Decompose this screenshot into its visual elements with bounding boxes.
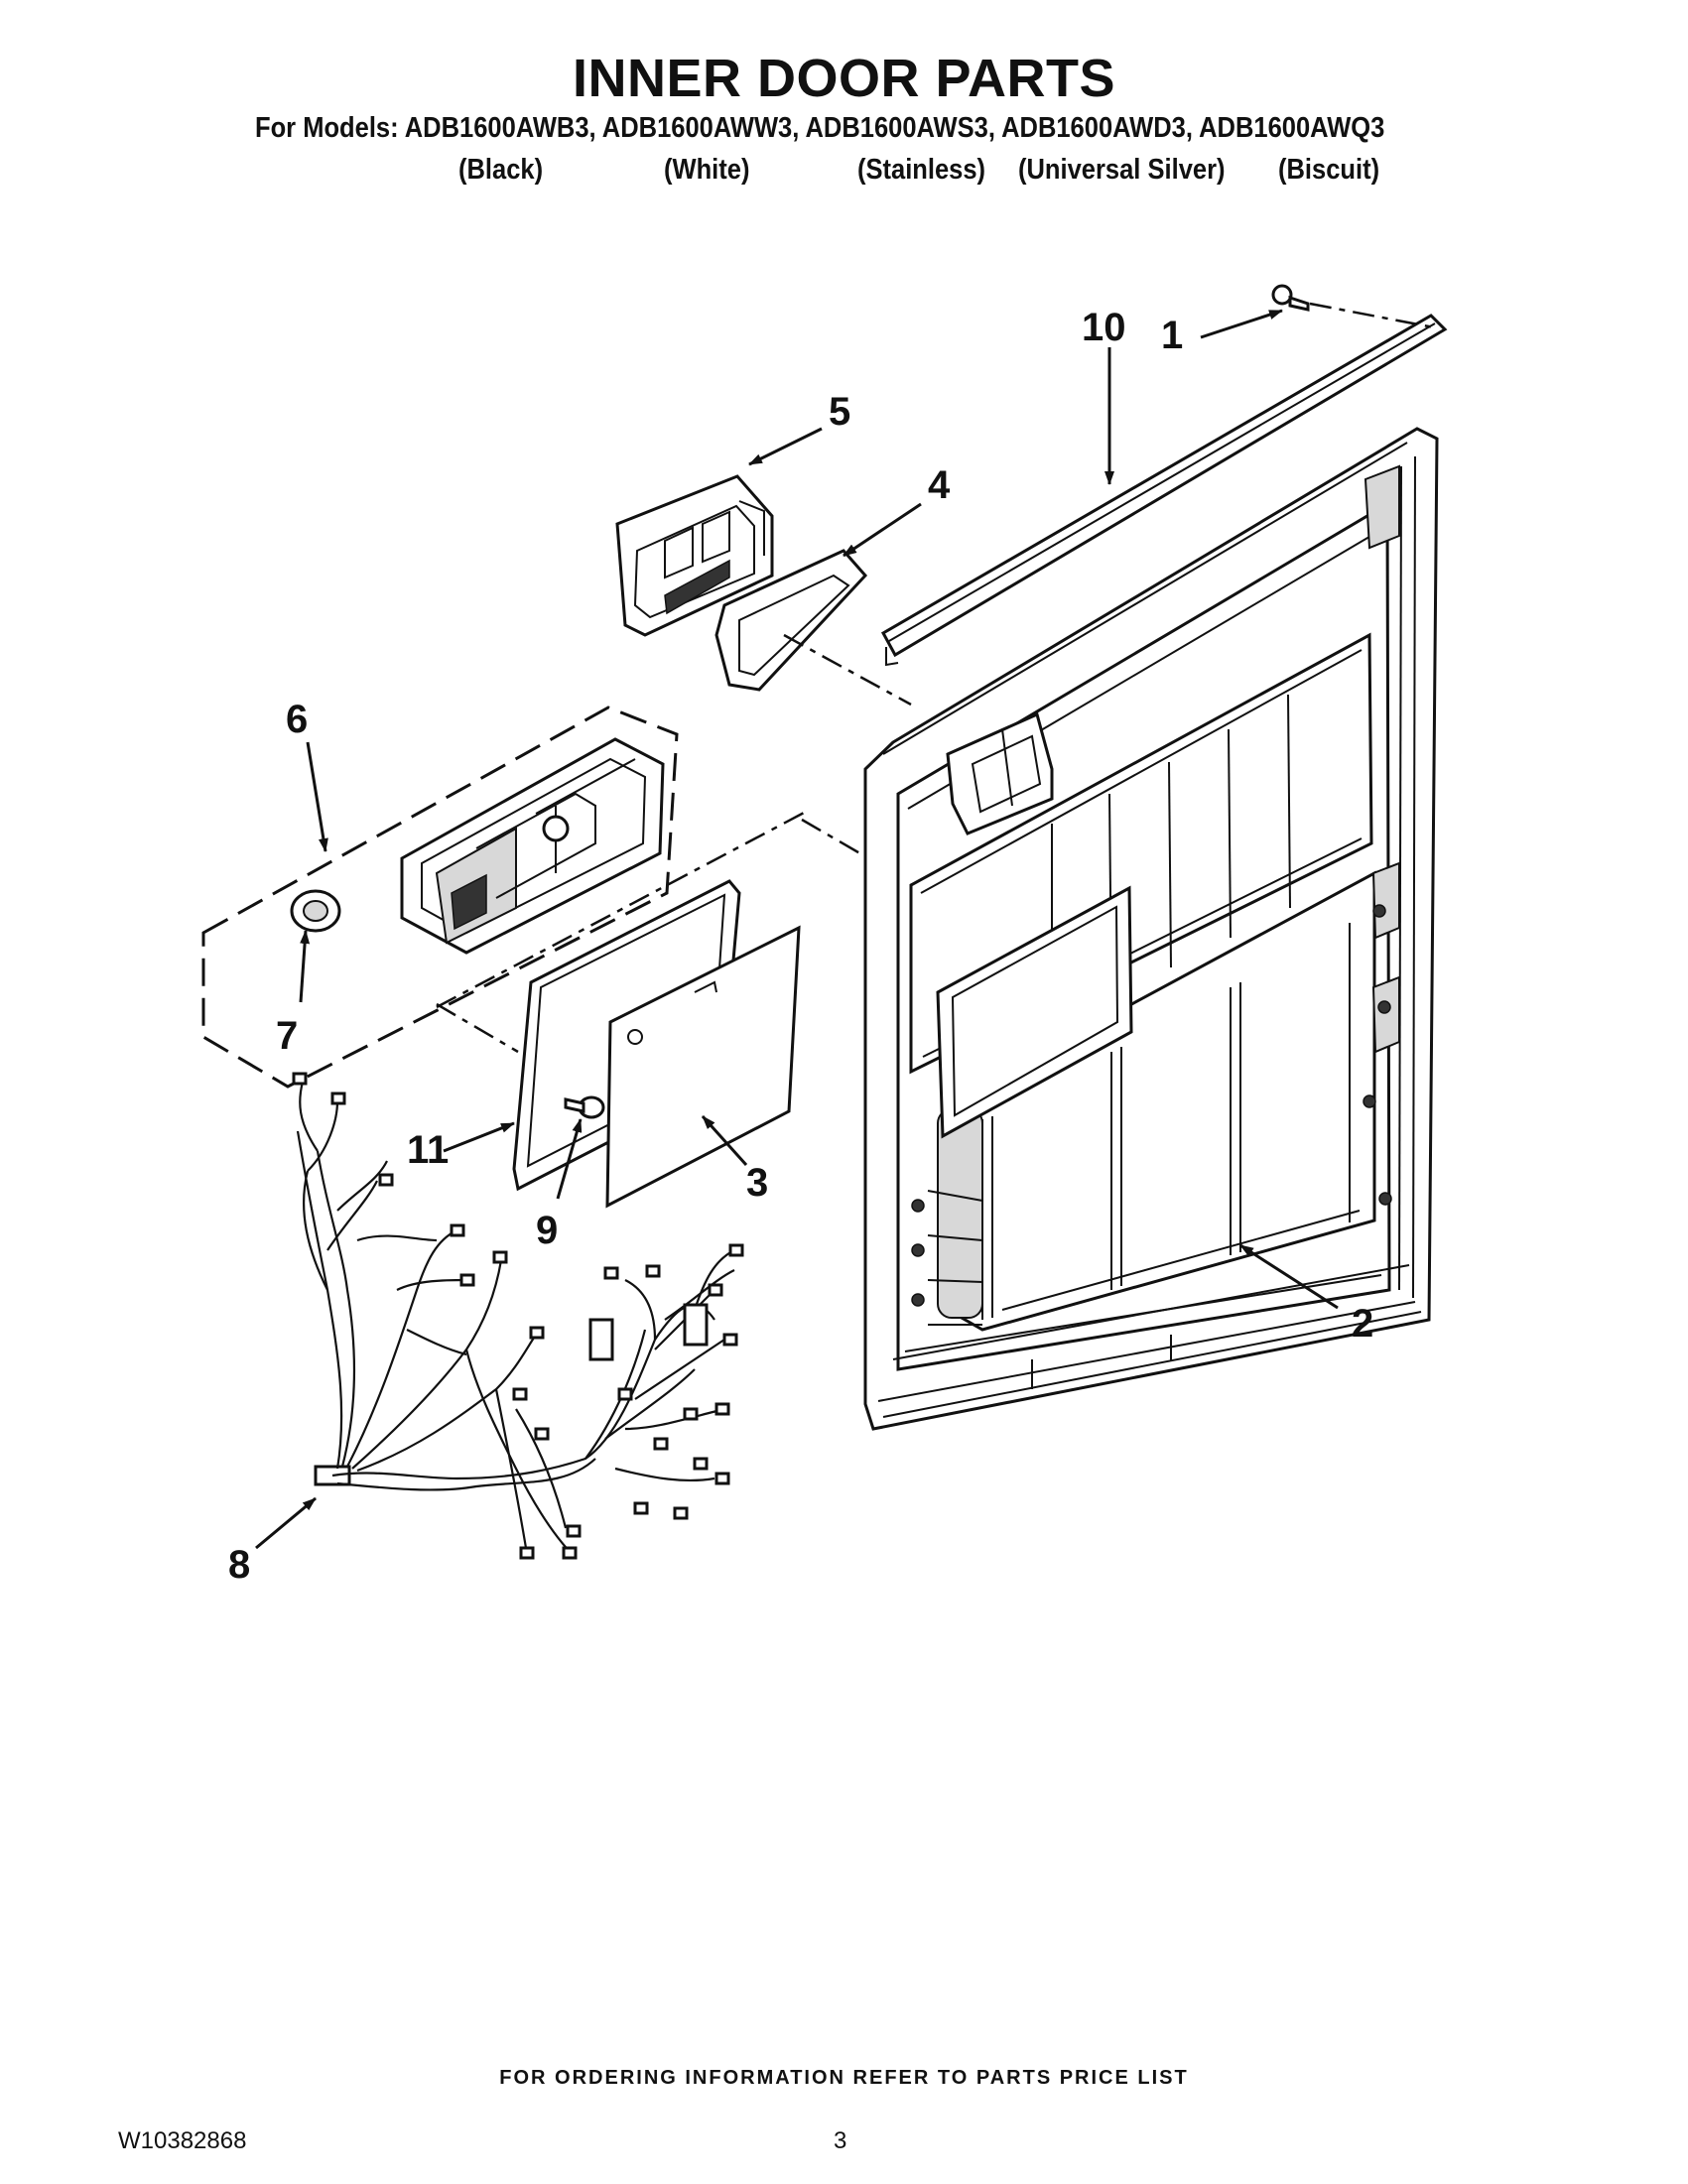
leader-5 [748, 427, 823, 466]
screw-9 [564, 1095, 605, 1119]
document-number: W10382868 [118, 2127, 247, 2154]
callout-5: 5 [829, 390, 850, 434]
callout-10: 10 [1082, 306, 1126, 349]
callout-8: 8 [228, 1543, 250, 1587]
parts-6-7-group-outline [201, 706, 679, 1089]
callout-9: 9 [536, 1209, 558, 1252]
variant-black: (Black) [458, 154, 544, 186]
callout-6: 6 [286, 698, 308, 741]
control-board [605, 925, 801, 1209]
callout-3: 3 [746, 1161, 768, 1205]
page-number: 3 [834, 2127, 847, 2154]
callout-7: 7 [276, 1014, 298, 1058]
leader-4 [843, 502, 922, 558]
callout-1: 1 [1161, 314, 1183, 357]
variant-white: (White) [664, 154, 750, 186]
leader-2 [1239, 1243, 1339, 1310]
callout-2: 2 [1352, 1302, 1373, 1346]
air-vent [615, 474, 774, 637]
page-title: INNER DOOR PARTS [572, 49, 1116, 108]
inner-door-panel [863, 427, 1439, 1431]
variant-universal-silver: (Universal Silver) [1018, 154, 1226, 186]
leader-lines [255, 309, 1339, 1550]
models-line: For Models: ADB1600AWB3, ADB1600AWW3, AD… [255, 112, 1385, 144]
leader-6 [306, 741, 328, 852]
wire-harness [292, 1072, 744, 1560]
leader-7 [299, 930, 311, 1003]
leader-11 [443, 1121, 515, 1153]
callout-4: 4 [928, 463, 951, 507]
variant-biscuit: (Biscuit) [1278, 154, 1380, 186]
variant-stainless: (Stainless) [857, 154, 986, 186]
dispenser-knob [290, 889, 341, 933]
door-top-trim [880, 314, 1448, 667]
detergent-dispenser [400, 737, 665, 955]
leader-3 [701, 1114, 748, 1167]
leader-8 [255, 1496, 317, 1550]
screw-1 [1271, 284, 1310, 312]
leader-9 [556, 1118, 583, 1200]
callout-11: 11 [407, 1128, 449, 1172]
ordering-note: FOR ORDERING INFORMATION REFER TO PARTS … [499, 2067, 1189, 2089]
leader-1 [1200, 309, 1283, 339]
